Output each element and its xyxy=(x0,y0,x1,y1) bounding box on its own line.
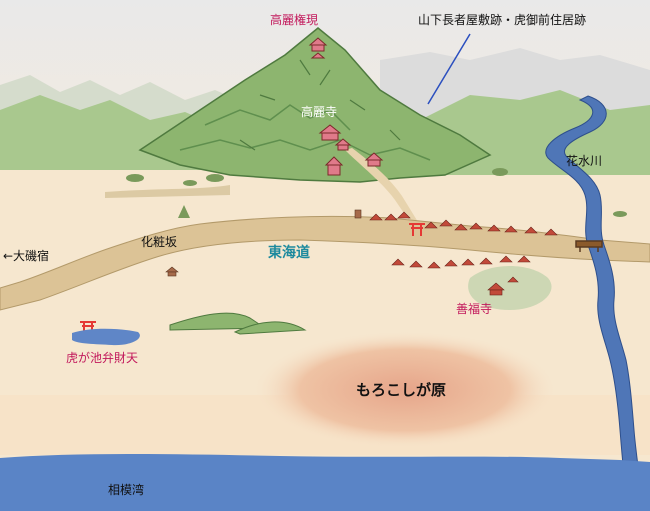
label-kewaizaka: 化粧坂 xyxy=(141,235,178,249)
morokoshigahara-field xyxy=(255,332,555,448)
koma-mountain xyxy=(138,27,492,183)
label-yamashita-residence: 山下長者屋敷跡・虎御前住居跡 xyxy=(418,13,587,27)
zenpukuji-grove xyxy=(468,266,552,310)
label-hanamizu-river: 花水川 xyxy=(566,154,603,168)
mountain-ridges xyxy=(179,104,431,161)
mountain-hatching xyxy=(239,59,401,151)
label-toragaike-benzaiten: 虎が池弁財天 xyxy=(66,351,139,365)
sagami-bay xyxy=(0,454,650,511)
leader-line xyxy=(427,33,471,105)
label-koma-gongen: 高麗権現 xyxy=(270,13,319,27)
mound-2 xyxy=(233,321,307,335)
summit-shrine xyxy=(308,37,328,59)
label-morokoshigahara: もろこしが原 xyxy=(356,381,447,399)
label-tokaido: 東海道 xyxy=(268,245,310,261)
mountain-path xyxy=(345,148,418,222)
label-komadera: 高麗寺 xyxy=(301,105,338,119)
toragaike-pond xyxy=(72,328,140,346)
label-zenpukuji: 善福寺 xyxy=(456,302,493,316)
slope xyxy=(105,185,230,198)
village-houses xyxy=(369,211,558,269)
label-oiso-arrow: ←大磯宿 xyxy=(3,249,50,263)
roadside-shrines xyxy=(165,209,362,277)
label-sagami-bay: 相模湾 xyxy=(108,483,145,497)
mound-1 xyxy=(169,312,267,331)
zenpukuji-temple xyxy=(487,276,519,296)
torii-gate-road xyxy=(409,223,425,236)
temple-buildings xyxy=(318,124,384,176)
small-trees xyxy=(126,168,627,218)
bridge xyxy=(575,240,603,252)
